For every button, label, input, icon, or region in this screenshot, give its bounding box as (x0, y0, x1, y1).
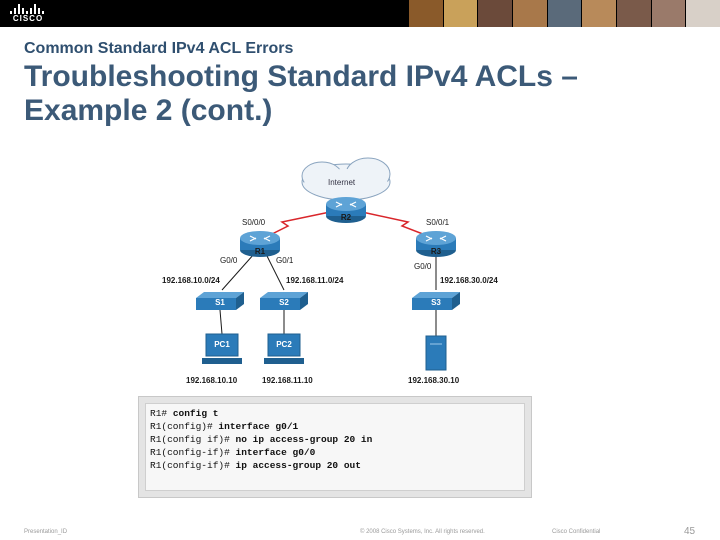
cli-line: R1(config-if)# interface g0/0 (150, 446, 520, 459)
header-photo (581, 0, 617, 27)
header-photo (616, 0, 651, 27)
router-r2-label: R2 (340, 213, 352, 222)
footer-copyright: © 2008 Cisco Systems, Inc. All rights re… (360, 529, 485, 535)
footer-presentation-id: Presentation_ID (24, 529, 68, 535)
cli-prompt: R1(config-if)# (150, 447, 236, 458)
link-r1-s1 (221, 253, 255, 291)
header-banner: CISCO (0, 0, 720, 27)
cli-prompt: R1(config)# (150, 421, 219, 432)
switch-s2-icon (260, 292, 308, 310)
pc1-ip-label: 192.168.10.10 (186, 376, 238, 385)
r3-serial-interface-label: S0/0/1 (426, 218, 450, 227)
cisco-bars-icon (10, 4, 44, 14)
router-r1-icon (240, 231, 280, 257)
r1-serial-interface-label: S0/0/0 (242, 218, 266, 227)
switch-s2-label: S2 (279, 298, 289, 307)
topology-graphic (196, 157, 460, 371)
link-s1-pc1 (219, 309, 223, 335)
router-r1-label: R1 (254, 247, 266, 256)
cli-line: R1(config if)# no ip access-group 20 in (150, 433, 520, 446)
header-photo-strip (408, 0, 720, 27)
switch-s3-label: S3 (431, 298, 441, 307)
network-topology-diagram: Internet R2 R1 R3 S1 S2 S3 PC1 PC2 S0/0/… (150, 150, 530, 390)
cli-command-box: R1# config t R1(config)# interface g0/1 … (138, 396, 532, 498)
header-photo (650, 0, 686, 27)
header-photo (512, 0, 547, 27)
pc1-label: PC1 (214, 340, 230, 349)
r1-g00-label: G0/0 (220, 256, 238, 265)
cli-command: no ip access-group 20 in (235, 434, 373, 445)
cli-prompt: R1# (150, 408, 173, 419)
cisco-logo: CISCO (8, 4, 48, 24)
network-192-168-10-label: 192.168.10.0/24 (162, 276, 220, 285)
r1-g01-label: G0/1 (276, 256, 294, 265)
switch-s3-icon (412, 292, 460, 310)
cisco-wordmark: CISCO (12, 14, 44, 23)
pc1-icon (202, 333, 242, 364)
slide-title: Troubleshooting Standard IPv4 ACLs – Exa… (24, 60, 578, 127)
serial-link-r2-r3 (361, 211, 429, 237)
cli-command-panel: R1# config t R1(config)# interface g0/1 … (145, 403, 525, 491)
link-r1-s2 (265, 253, 285, 291)
switch-s1-icon (196, 292, 244, 310)
server-icon (425, 335, 447, 371)
cli-command: config t (172, 408, 219, 419)
header-photo (546, 0, 582, 27)
router-r3-label: R3 (430, 247, 442, 256)
internet-label: Internet (328, 178, 356, 187)
header-photo (477, 0, 513, 27)
pc2-label: PC2 (276, 340, 292, 349)
serial-link-r1-r2 (267, 211, 331, 237)
network-192-168-30-label: 192.168.30.0/24 (440, 276, 498, 285)
slide-subtitle: Common Standard IPv4 ACL Errors (24, 40, 294, 57)
cli-prompt: R1(config if)# (150, 434, 236, 445)
network-192-168-11-label: 192.168.11.0/24 (286, 276, 344, 285)
header-photo (442, 0, 478, 27)
pc2-ip-label: 192.168.11.10 (262, 376, 313, 385)
cli-command: interface g0/0 (235, 447, 316, 458)
footer-confidential: Cisco Confidential (552, 529, 601, 535)
server-ip-label: 192.168.30.10 (408, 376, 460, 385)
page-number: 45 (684, 526, 696, 537)
cli-line: R1(config)# interface g0/1 (150, 420, 520, 433)
header-photo (685, 0, 720, 27)
pc2-icon (264, 333, 304, 364)
router-r2-icon (326, 197, 366, 223)
cli-command: ip access-group 20 out (235, 460, 361, 471)
cli-line: R1# config t (150, 407, 520, 420)
switch-s1-label: S1 (215, 298, 225, 307)
cli-command: interface g0/1 (218, 421, 299, 432)
header-photo (408, 0, 443, 27)
internet-cloud-icon (301, 157, 391, 201)
cli-prompt: R1(config-if)# (150, 460, 236, 471)
cli-line: R1(config-if)# ip access-group 20 out (150, 459, 520, 472)
router-r3-icon (416, 231, 456, 257)
r3-g00-label: G0/0 (414, 262, 432, 271)
